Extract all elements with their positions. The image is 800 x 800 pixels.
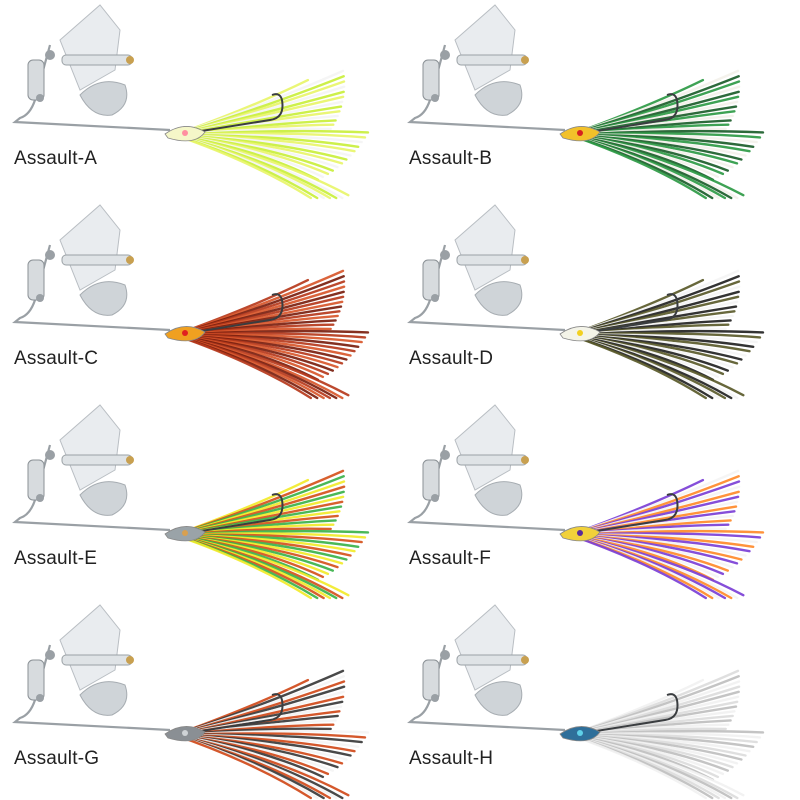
lure-head — [559, 126, 601, 142]
lure-head — [559, 526, 601, 542]
product-card: Assault-C — [0, 200, 395, 400]
product-label: Assault-D — [409, 348, 494, 369]
hook — [194, 693, 284, 733]
hook — [589, 493, 679, 533]
skirt — [173, 269, 370, 400]
blade — [454, 204, 529, 316]
product-card: Assault-G — [0, 600, 395, 800]
blade — [59, 404, 134, 516]
skirt — [568, 669, 765, 800]
product-label: Assault-B — [409, 148, 493, 169]
hook — [194, 293, 284, 333]
hook — [194, 493, 284, 533]
hook — [589, 693, 679, 733]
product-label: Assault-G — [14, 748, 100, 769]
product-card: Assault-F — [395, 400, 790, 600]
wire-arm — [12, 444, 171, 532]
skirt — [568, 469, 765, 600]
lure-head — [164, 126, 206, 142]
product-label: Assault-E — [14, 548, 98, 569]
spinnerbait-image — [12, 404, 370, 600]
spinnerbait-image — [12, 4, 370, 200]
spinnerbait-image — [407, 404, 765, 600]
hook — [589, 93, 679, 133]
lure-head — [164, 326, 206, 342]
spinnerbait-image — [407, 604, 765, 800]
skirt — [568, 269, 765, 400]
skirt — [173, 669, 370, 800]
skirt — [173, 69, 370, 200]
lure-head — [164, 726, 206, 742]
spinnerbait-image — [407, 204, 765, 400]
wire-arm — [12, 644, 171, 732]
lure-head — [559, 326, 601, 342]
product-label: Assault-F — [409, 548, 492, 569]
product-card: Assault-D — [395, 200, 790, 400]
lure-head — [164, 526, 206, 542]
hook — [589, 293, 679, 333]
lure-head — [559, 726, 601, 742]
spinnerbait-image — [12, 604, 370, 800]
skirt — [173, 469, 370, 600]
wire-arm — [12, 44, 171, 132]
product-label: Assault-A — [14, 148, 98, 169]
spinnerbait-image — [407, 4, 765, 200]
wire-arm — [407, 244, 566, 332]
product-label: Assault-H — [409, 748, 494, 769]
product-card: Assault-A — [0, 0, 395, 200]
wire-arm — [407, 644, 566, 732]
skirt — [568, 69, 765, 200]
spinnerbait-image — [12, 204, 370, 400]
wire-arm — [12, 244, 171, 332]
hook — [194, 93, 284, 133]
blade — [59, 4, 134, 116]
blade — [454, 4, 529, 116]
blade — [454, 604, 529, 716]
blade — [59, 204, 134, 316]
product-label: Assault-C — [14, 348, 99, 369]
blade — [454, 404, 529, 516]
wire-arm — [407, 44, 566, 132]
product-card: Assault-H — [395, 600, 790, 800]
product-card: Assault-E — [0, 400, 395, 600]
product-card: Assault-B — [395, 0, 790, 200]
wire-arm — [407, 444, 566, 532]
blade — [59, 604, 134, 716]
